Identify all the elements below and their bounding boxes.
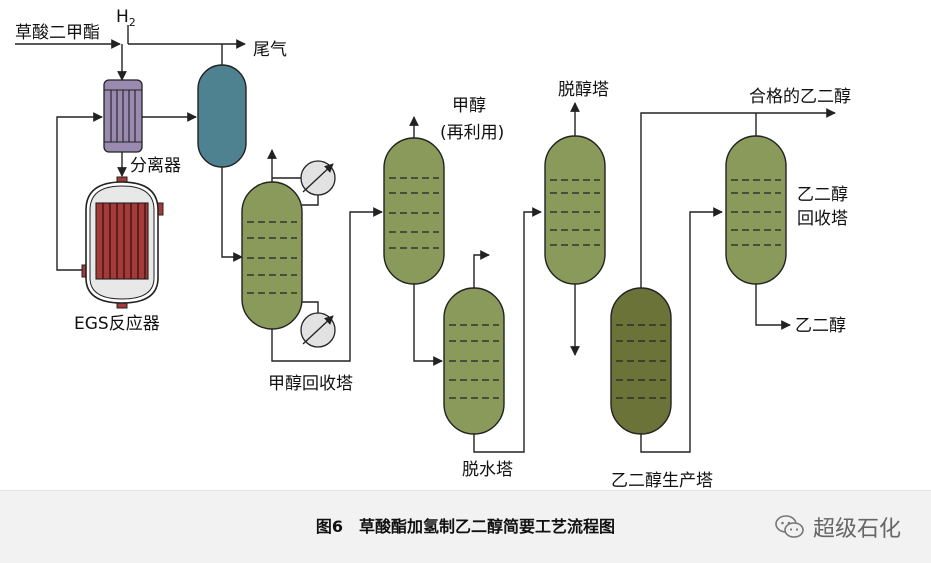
- watermark-text: 超级石化: [812, 517, 901, 542]
- label-egs-reactor: EGS反应器: [74, 314, 160, 334]
- production-overhead-line: [640, 108, 836, 290]
- mrt-reboiler: [300, 312, 336, 348]
- label-eg-out: 乙二醇: [795, 316, 846, 336]
- methanol-tower-vessel: [383, 137, 445, 285]
- reactor-recycle-line: [56, 112, 103, 271]
- label-tail-gas: 尾气: [253, 40, 287, 60]
- caption-bar: 图6 草酸酯加氢制乙二醇简要工艺流程图 超级石化: [0, 490, 931, 563]
- dehydration-overhead-line: [473, 250, 490, 290]
- wechat-icon: [775, 515, 804, 538]
- label-dehydration-tower: 脱水塔: [462, 460, 513, 480]
- label-dealcohol-tower: 脱醇塔: [558, 80, 609, 100]
- label-methanol: 甲醇: [452, 96, 486, 116]
- separator-to-mrt-line: [221, 165, 243, 262]
- separator-vessel: [197, 64, 247, 168]
- production-to-recovery-line: [640, 207, 723, 453]
- label-eg-recovery-tower-line2: 回收塔: [797, 209, 848, 229]
- mrt-bottom-line: [271, 207, 383, 362]
- methanol-recovery-tower-vessel: [241, 181, 303, 330]
- label-feed: 草酸二甲酯: [15, 23, 100, 43]
- egs-reactor-vessel: [81, 176, 164, 309]
- label-eg-production-tower: 乙二醇生产塔: [611, 471, 713, 490]
- dealcohol-tower-vessel: [544, 135, 606, 285]
- dehydration-tower-vessel: [443, 287, 505, 435]
- process-flow-diagram: 草酸二甲酯 H2 尾气 分离器 EGS反应器 甲醇回收塔 甲醇 (再利用) 脱醇…: [15, 7, 851, 490]
- label-methanol-reuse: (再利用): [440, 123, 504, 143]
- recovery-bottom-line: [755, 283, 791, 330]
- label-methanol-recovery-tower: 甲醇回收塔: [268, 374, 353, 394]
- mrt-condenser: [300, 160, 336, 196]
- heat-exchanger: [103, 79, 143, 153]
- label-h2: H2: [116, 7, 136, 29]
- dehydration-to-dealcohol-line: [473, 207, 542, 453]
- label-eg-recovery-tower-line1: 乙二醇: [797, 185, 848, 205]
- label-qualified-eg: 合格的乙二醇: [749, 87, 851, 107]
- piping: [15, 25, 836, 453]
- figure-caption: 图6 草酸酯加氢制乙二醇简要工艺流程图: [315, 517, 616, 536]
- eg-recovery-tower-vessel: [725, 135, 787, 285]
- label-separator: 分离器: [130, 156, 181, 176]
- eg-production-tower-vessel: [610, 287, 672, 435]
- watermark: 超级石化: [775, 512, 901, 542]
- methanol-to-dehydration-line: [413, 283, 443, 366]
